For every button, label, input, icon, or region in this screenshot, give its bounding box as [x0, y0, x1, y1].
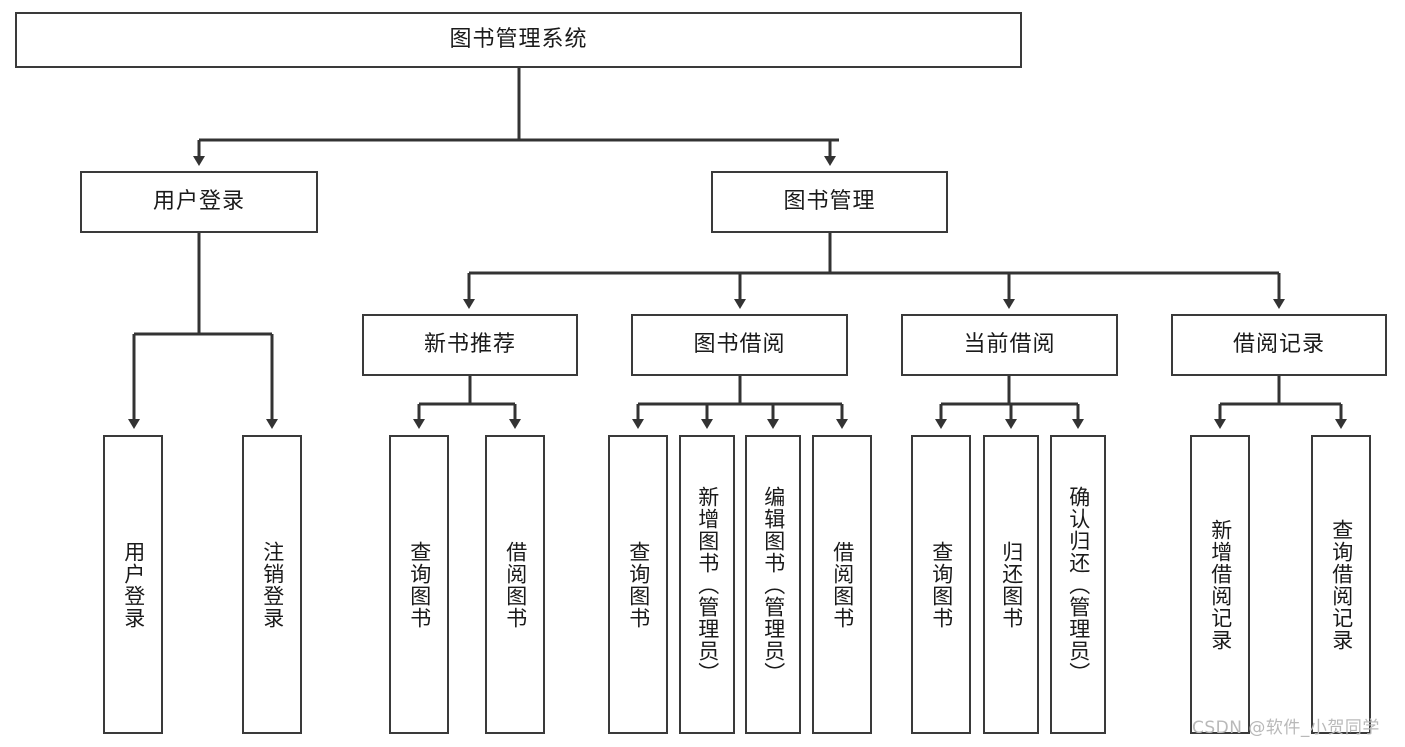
leaf-return-book-label: 归还图书 [999, 540, 1024, 629]
leaf-return-book[interactable]: 归还图书 [983, 435, 1039, 734]
leaf-query-book-current-label: 查询图书 [929, 540, 954, 629]
leaf-borrow-book[interactable]: 借阅图书 [812, 435, 872, 734]
leaf-user-logout[interactable]: 注销登录 [242, 435, 302, 734]
leaf-query-book-borrow-label: 查询图书 [626, 540, 651, 629]
leaf-user-logout-label: 注销登录 [260, 540, 285, 629]
leaf-add-book-admin[interactable]: 新增图书（管理员） [679, 435, 735, 734]
leaf-add-book-admin-label: 新增图书（管理员） [695, 485, 720, 684]
leaf-confirm-return-admin[interactable]: 确认归还（管理员） [1050, 435, 1106, 734]
node-new-book-recommend[interactable]: 新书推荐 [362, 314, 578, 376]
node-user-login[interactable]: 用户登录 [80, 171, 318, 233]
node-book-borrow-label: 图书借阅 [693, 331, 786, 357]
node-book-borrow[interactable]: 图书借阅 [631, 314, 848, 376]
node-new-book-recommend-label: 新书推荐 [423, 331, 516, 357]
node-borrow-record[interactable]: 借阅记录 [1171, 314, 1387, 376]
leaf-add-borrow-record[interactable]: 新增借阅记录 [1190, 435, 1250, 734]
leaf-confirm-return-admin-label: 确认归还（管理员） [1066, 485, 1091, 684]
leaf-user-login-label: 用户登录 [121, 540, 146, 629]
node-root[interactable]: 图书管理系统 [15, 12, 1022, 68]
leaf-query-book-recommend-label: 查询图书 [407, 540, 432, 629]
leaf-query-borrow-record-label: 查询借阅记录 [1329, 518, 1354, 651]
leaf-borrow-book-recommend[interactable]: 借阅图书 [485, 435, 545, 734]
node-borrow-record-label: 借阅记录 [1232, 331, 1325, 357]
leaf-query-borrow-record[interactable]: 查询借阅记录 [1311, 435, 1371, 734]
leaf-edit-book-admin-label: 编辑图书（管理员） [761, 485, 786, 684]
leaf-borrow-book-label: 借阅图书 [830, 540, 855, 629]
node-book-management-label: 图书管理 [783, 188, 876, 214]
leaf-edit-book-admin[interactable]: 编辑图书（管理员） [745, 435, 801, 734]
node-current-borrow-label: 当前借阅 [963, 331, 1056, 357]
leaf-query-book-current[interactable]: 查询图书 [911, 435, 971, 734]
leaf-borrow-book-recommend-label: 借阅图书 [503, 540, 528, 629]
leaf-query-book-borrow[interactable]: 查询图书 [608, 435, 668, 734]
leaf-query-book-recommend[interactable]: 查询图书 [389, 435, 449, 734]
node-user-login-label: 用户登录 [152, 188, 245, 214]
leaf-user-login[interactable]: 用户登录 [103, 435, 163, 734]
node-book-management[interactable]: 图书管理 [711, 171, 948, 233]
leaf-add-borrow-record-label: 新增借阅记录 [1208, 518, 1233, 651]
node-current-borrow[interactable]: 当前借阅 [901, 314, 1118, 376]
node-root-label: 图书管理系统 [449, 26, 588, 52]
